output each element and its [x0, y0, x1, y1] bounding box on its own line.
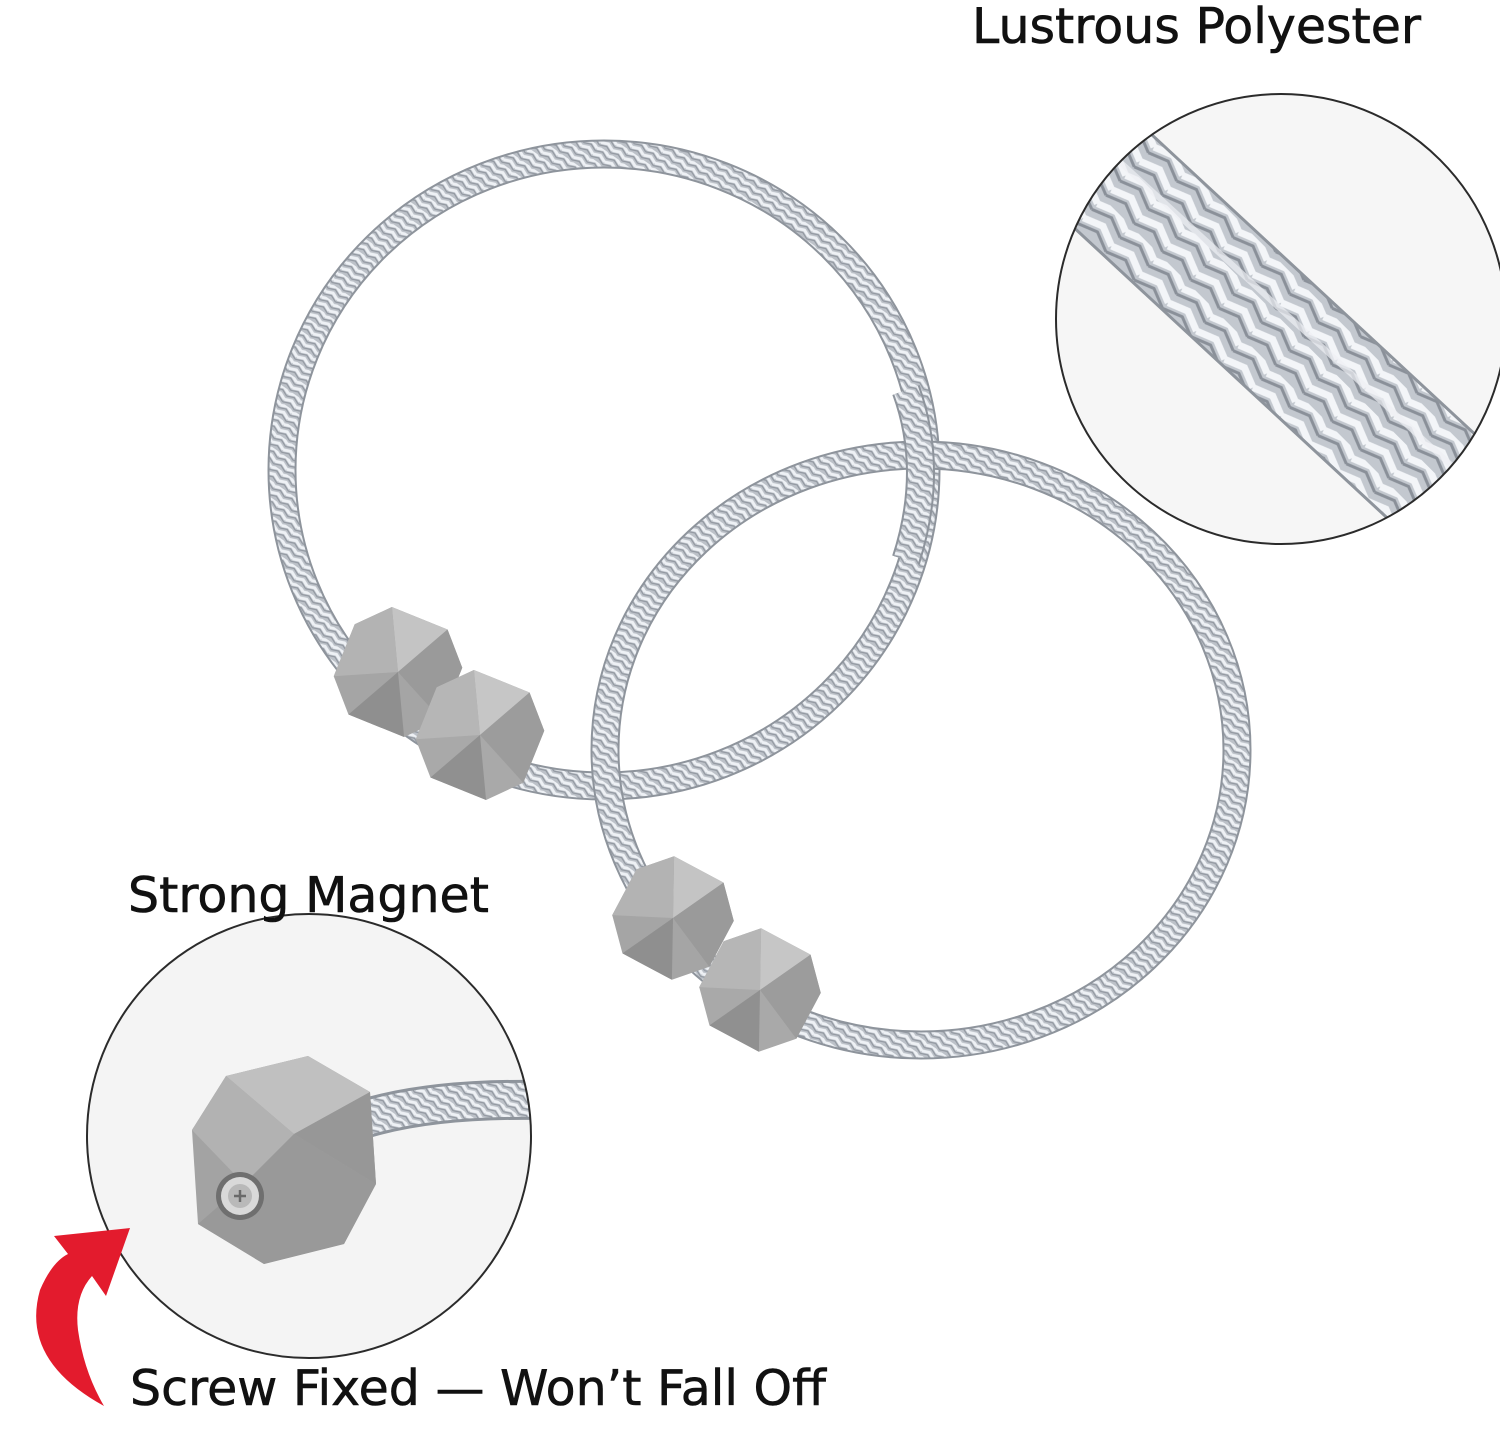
braided-cord-closeup: [1055, 93, 1500, 545]
magnet-pair-ring-2: [612, 856, 821, 1052]
caption-screw-fixed: Screw Fixed — Won’t Fall Off: [130, 1360, 826, 1417]
magnet-pair-ring-1: [333, 606, 545, 801]
magnet-screw-closeup: [86, 913, 532, 1359]
caption-lustrous-polyester: Lustrous Polyester: [972, 0, 1422, 55]
curved-arrow-icon: [36, 1228, 130, 1406]
caption-strong-magnet: Strong Magnet: [128, 867, 490, 924]
